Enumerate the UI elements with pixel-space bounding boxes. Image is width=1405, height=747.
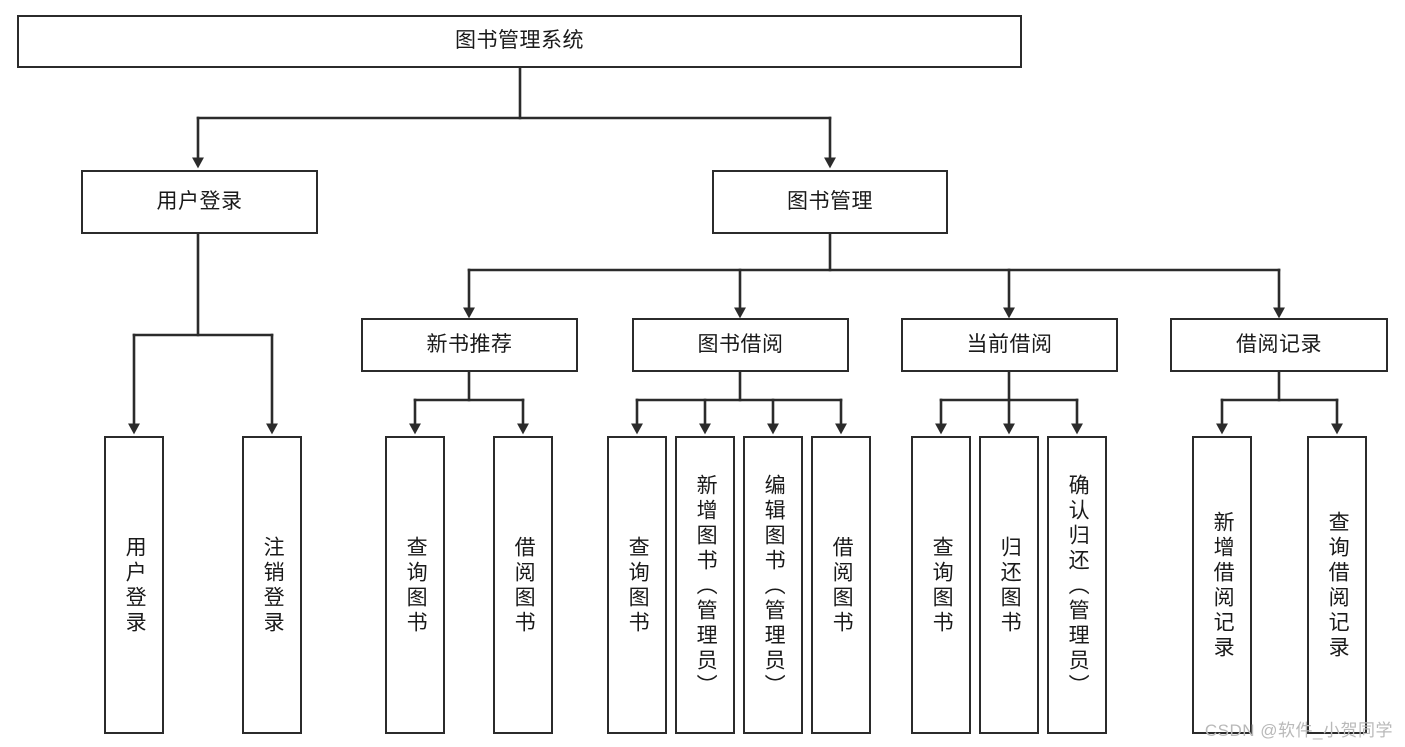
leaf-borrow-book-2[interactable]: 借阅图书 [811,436,871,734]
node-book-borrow[interactable]: 图书借阅 [632,318,849,372]
node-book-manage[interactable]: 图书管理 [712,170,948,234]
node-current-borrow[interactable]: 当前借阅 [901,318,1118,372]
node-label: 图书管理 [787,189,873,213]
node-label: 借阅记录 [1236,332,1322,356]
node-label: 查询借阅记录 [1326,511,1350,661]
node-label: 编辑图书（管理员） [762,473,786,699]
node-new-book-recommend[interactable]: 新书推荐 [361,318,578,372]
node-label: 查询图书 [404,536,428,636]
node-label: 图书管理系统 [455,29,584,53]
leaf-query-borrow-record[interactable]: 查询借阅记录 [1307,436,1367,734]
node-label: 新书推荐 [426,332,513,356]
leaf-user-login[interactable]: 用户登录 [104,436,164,734]
csdn-watermark: CSDN @软件_小贺同学 [1204,721,1393,740]
node-label: 确认归还（管理员） [1066,473,1090,699]
leaf-query-book-1[interactable]: 查询图书 [385,436,445,734]
leaf-add-borrow-record[interactable]: 新增借阅记录 [1192,436,1252,734]
node-label: 归还图书 [998,536,1022,636]
node-label: 用户登录 [123,536,147,636]
node-label: 注销登录 [261,536,285,636]
leaf-query-book-2[interactable]: 查询图书 [607,436,667,734]
node-label: 查询图书 [930,536,954,636]
leaf-logout-login[interactable]: 注销登录 [242,436,302,734]
node-label: 借阅图书 [830,536,854,636]
leaf-add-book[interactable]: 新增图书（管理员） [675,436,735,734]
node-user-login[interactable]: 用户登录 [81,170,318,234]
node-label: 用户登录 [156,189,243,213]
node-label: 图书借阅 [697,332,784,356]
leaf-query-book-3[interactable]: 查询图书 [911,436,971,734]
leaf-edit-book[interactable]: 编辑图书（管理员） [743,436,803,734]
leaf-return-book[interactable]: 归还图书 [979,436,1039,734]
node-label: 当前借阅 [966,332,1053,356]
node-label: 新增借阅记录 [1211,511,1235,661]
leaf-borrow-book-1[interactable]: 借阅图书 [493,436,553,734]
node-label: 借阅图书 [512,536,536,636]
node-label: 查询图书 [626,536,650,636]
node-label: 新增图书（管理员） [694,473,718,699]
node-borrow-record[interactable]: 借阅记录 [1170,318,1388,372]
leaf-confirm-return[interactable]: 确认归还（管理员） [1047,436,1107,734]
node-book-management-system[interactable]: 图书管理系统 [17,15,1022,68]
